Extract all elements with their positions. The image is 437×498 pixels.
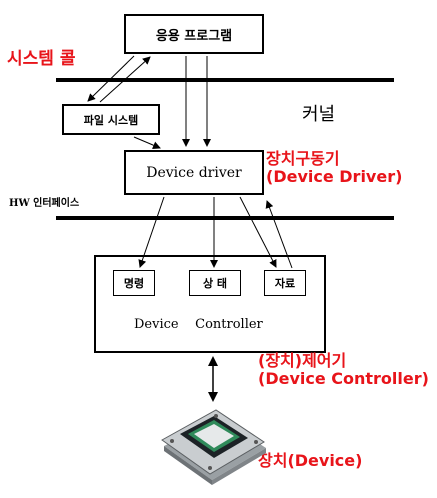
device-driver-caption-ko: 장치구동기: [266, 149, 340, 168]
device-driver-label: Device driver: [146, 164, 242, 181]
file-system-label: 파일 시스템: [83, 113, 139, 127]
register-status-label: 상 태: [202, 277, 228, 290]
hw-interface-label: HW 인터페이스: [9, 198, 80, 209]
application-program-label: 응용 프로그램: [155, 28, 233, 44]
device-driver-caption: 장치구동기 (Device Driver): [266, 149, 403, 187]
device-controller-caption-ko: (장치)제어기: [258, 351, 347, 370]
application-program-box: 응용 프로그램: [124, 14, 264, 54]
hw-interface-line: [56, 216, 394, 220]
register-command-label: 명령: [123, 277, 145, 290]
device-controller-caption-en: (Device Controller): [258, 369, 429, 389]
device-caption: 장치(Device): [258, 451, 363, 470]
file-system-box: 파일 시스템: [62, 104, 160, 135]
kernel-label: 커널: [302, 104, 336, 125]
register-command-box: 명령: [113, 270, 155, 296]
device-driver-box: Device driver: [124, 150, 264, 195]
arrow-fs-to-driver: [133, 136, 161, 149]
kernel-boundary-line: [56, 78, 394, 82]
register-data-label: 자료: [274, 277, 296, 290]
device-driver-caption-en: (Device Driver): [266, 167, 403, 187]
system-call-label: 시스템 콜: [7, 49, 76, 69]
register-data-box: 자료: [264, 270, 306, 296]
register-status-box: 상 태: [189, 270, 241, 296]
hard-disk-icon: [161, 409, 266, 485]
device-controller-caption: (장치)제어기 (Device Controller): [258, 351, 429, 389]
device-controller-label: Device Controller: [134, 317, 263, 332]
